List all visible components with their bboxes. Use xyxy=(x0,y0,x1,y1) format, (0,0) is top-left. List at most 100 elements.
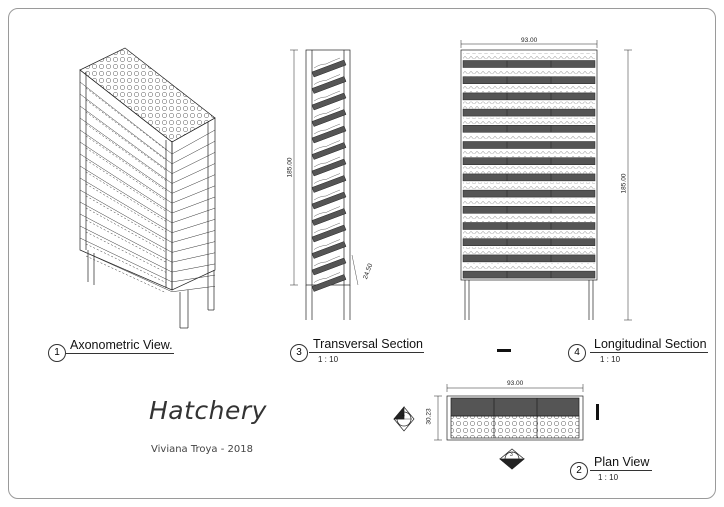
transversal-egg-row xyxy=(313,255,341,267)
transversal-egg-row xyxy=(313,123,341,135)
longitudinal-egg-row xyxy=(463,150,595,158)
axonometric-tray-edge xyxy=(79,165,173,224)
longitudinal-tray xyxy=(462,92,596,101)
axonometric-tray-edge xyxy=(171,163,216,184)
transversal-tray xyxy=(311,274,347,292)
transversal-tray xyxy=(311,92,347,111)
axonometric-tray-edge xyxy=(171,263,216,273)
longitudinal-width-dimension: 93.00 xyxy=(521,37,538,44)
longitudinal-height-dimension: 185.00 xyxy=(620,173,628,194)
transversal-height-dimension: 185.00 xyxy=(286,157,294,178)
axonometric-egg-row xyxy=(85,87,167,151)
axonometric-tray-edge xyxy=(171,241,216,253)
longitudinal-egg-row xyxy=(463,166,595,174)
axonometric-tray-edge xyxy=(171,129,216,155)
view-title-longitudinal: Longitudinal Section xyxy=(594,337,707,351)
axonometric-egg-row xyxy=(85,219,167,263)
plan-width-dimension: 93.00 xyxy=(507,380,524,387)
longitudinal-tray xyxy=(462,141,596,149)
view-number-badge: 4 xyxy=(568,344,586,362)
axonometric-tray-edge xyxy=(171,207,216,224)
section-marker-bottom-number: 3 xyxy=(510,452,513,458)
axonometric-egg-row xyxy=(85,207,167,253)
axonometric-tray-edge xyxy=(79,117,173,184)
plan-cut-marker xyxy=(596,404,599,420)
axonometric-tray-edge xyxy=(79,225,173,273)
longitudinal-tray xyxy=(462,222,596,230)
longitudinal-tray xyxy=(462,60,596,68)
axonometric-egg-row xyxy=(85,171,167,222)
longitudinal-tray xyxy=(462,189,596,198)
longitudinal-tray xyxy=(462,108,596,117)
axonometric-egg-row xyxy=(85,183,167,232)
transversal-egg-row xyxy=(313,107,341,118)
longitudinal-egg-row xyxy=(463,247,595,255)
view-title-axonometric: Axonometric View. xyxy=(70,338,173,352)
title-underline xyxy=(66,353,174,354)
view-title-transversal: Transversal Section xyxy=(313,337,423,351)
axonometric-tray-edge xyxy=(79,153,173,214)
axonometric-tray-edge xyxy=(171,152,216,174)
section-cut-marker xyxy=(497,349,511,352)
axonometric-tray-edge xyxy=(79,129,173,194)
longitudinal-egg-row xyxy=(463,134,595,141)
view-scale-transversal: 1 : 10 xyxy=(318,355,339,364)
longitudinal-tray xyxy=(462,157,596,165)
transversal-tray xyxy=(311,142,347,160)
section-symbol-left xyxy=(393,406,415,432)
axonometric-egg-row xyxy=(85,99,167,161)
longitudinal-egg-row xyxy=(463,198,595,206)
axonometric-tray-edge xyxy=(171,196,216,214)
longitudinal-tray xyxy=(462,206,596,214)
section-marker-left-number: 4 xyxy=(402,413,405,419)
transversal-tray xyxy=(311,158,347,177)
transversal-tray xyxy=(311,257,347,276)
axonometric-tray-edge xyxy=(171,174,216,194)
axonometric-drawing xyxy=(79,47,216,329)
axonometric-egg-row xyxy=(85,123,167,181)
axonometric-tray-edge xyxy=(79,105,173,174)
transversal-egg-row xyxy=(313,140,341,151)
longitudinal-tray xyxy=(462,173,596,182)
view-scale-longitudinal: 1 : 10 xyxy=(600,355,621,364)
longitudinal-tray xyxy=(462,270,596,279)
plan-depth-dimension: 30.23 xyxy=(425,408,433,425)
transversal-tray xyxy=(311,175,347,193)
axonometric-tray-edge xyxy=(171,230,216,243)
view-number-badge: 2 xyxy=(570,462,588,480)
transversal-egg-row xyxy=(313,156,341,168)
longitudinal-egg-row xyxy=(463,85,595,93)
axonometric-egg-row xyxy=(85,231,167,273)
longitudinal-tray xyxy=(462,125,596,133)
transversal-tray xyxy=(311,208,347,226)
transversal-tray xyxy=(311,224,347,243)
axonometric-tray-edge xyxy=(171,219,216,233)
axonometric-egg-row xyxy=(85,159,167,212)
axonometric-egg-row xyxy=(85,243,167,283)
title-underline xyxy=(590,352,708,353)
transversal-egg-row xyxy=(313,74,341,85)
longitudinal-tray xyxy=(462,254,596,263)
plan-drawing xyxy=(434,384,584,441)
axonometric-tray-edge xyxy=(79,249,173,292)
view-title-plan: Plan View xyxy=(594,455,650,469)
axonometric-tray-edge xyxy=(171,140,216,165)
transversal-trays xyxy=(311,57,347,292)
project-title: Hatchery xyxy=(149,396,267,425)
longitudinal-egg-row xyxy=(463,53,595,60)
view-scale-plan: 1 : 10 xyxy=(598,473,619,482)
longitudinal-egg-row xyxy=(463,231,595,239)
title-underline xyxy=(590,470,652,471)
transversal-tray xyxy=(311,76,347,94)
axonometric-egg-row xyxy=(85,135,167,192)
view-number-badge: 3 xyxy=(290,344,308,362)
longitudinal-tray xyxy=(462,76,596,84)
transversal-egg-row xyxy=(313,222,341,234)
longitudinal-egg-row xyxy=(463,101,595,109)
longitudinal-trays xyxy=(462,53,596,279)
axonometric-tray-edge xyxy=(79,237,173,283)
axonometric-tray-edge xyxy=(79,213,173,263)
axonometric-egg-row xyxy=(85,147,167,202)
axonometric-egg-row xyxy=(85,195,167,243)
